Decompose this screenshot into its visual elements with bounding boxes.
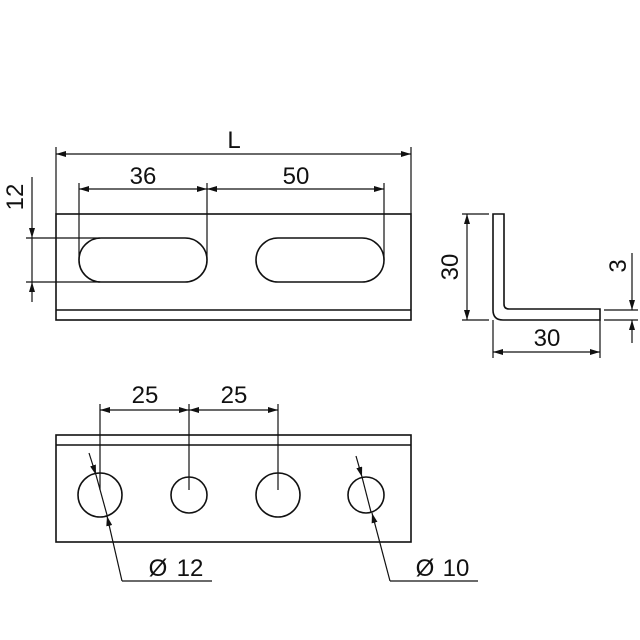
dimension-slot-width: 12	[2, 177, 100, 302]
profile-height-label: 30	[437, 254, 464, 281]
length-label: L	[227, 127, 240, 154]
slot-pitch-label: 50	[283, 163, 310, 190]
angle-profile	[492, 213, 601, 321]
large-hole-diameter-symbol: Ø	[149, 555, 168, 582]
profile-width-label: 30	[534, 325, 561, 352]
front-view: 25 25 Ø 12 Ø 10	[55, 382, 478, 582]
plate-outline-front	[55, 434, 412, 543]
plate-outline-top	[55, 213, 412, 321]
dimension-slot-pitch: 50	[207, 163, 385, 260]
large-hole-diameter-value: 12	[177, 555, 204, 582]
hole-pitch-2-label: 25	[221, 382, 248, 409]
small-hole-diameter-symbol: Ø	[416, 555, 435, 582]
side-profile-view: 30 30 3	[437, 213, 638, 358]
hole-pitch-1-label: 25	[132, 382, 159, 409]
dimension-thickness: 3	[604, 253, 638, 343]
dimension-slot-start: 36	[78, 163, 208, 260]
callout-small-hole: Ø 10	[355, 455, 478, 582]
slot-width-label: 12	[2, 184, 29, 211]
dimension-overall-length: L	[55, 127, 412, 214]
dimension-hole-pitch: 25 25	[99, 382, 279, 490]
small-hole-diameter-value: 10	[443, 555, 470, 582]
top-view: L 36 50 12	[2, 127, 412, 321]
hole-4-small	[347, 476, 385, 514]
callout-large-hole: Ø 12	[88, 452, 212, 582]
slot-right	[255, 237, 385, 283]
slot-left	[78, 237, 208, 283]
dimension-profile-width: 30	[492, 320, 601, 358]
dimension-profile-height: 30	[437, 213, 489, 321]
slot-start-label: 36	[130, 163, 157, 190]
thickness-label: 3	[605, 259, 632, 272]
